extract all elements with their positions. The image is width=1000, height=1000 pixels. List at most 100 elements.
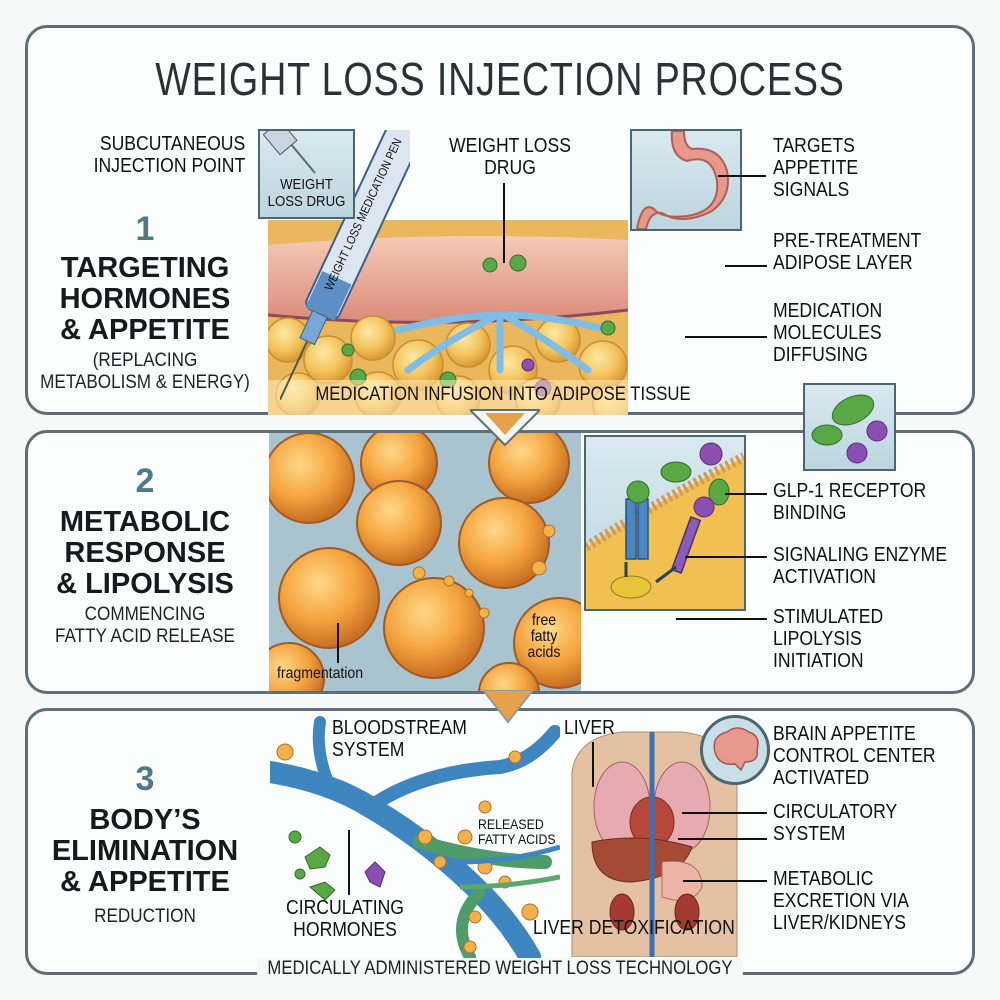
label-line: WEIGHT LOSS [449, 135, 571, 157]
label-line: LIPOLYSIS [773, 628, 862, 650]
leader-line [682, 812, 767, 814]
label-line: CIRCULATING [285, 897, 405, 919]
label-line: METABOLIC [773, 868, 874, 890]
liver-label: LIVER [564, 717, 615, 739]
leader-line [725, 493, 767, 495]
label-line: BRAIN APPETITE [773, 723, 916, 745]
label-line: acids [527, 644, 561, 661]
torso-organs-illustration: LIVER [552, 712, 757, 957]
title-line: RESPONSE [64, 537, 226, 569]
step-1-number: 1 [135, 210, 155, 248]
label-line: SIGNALS [773, 179, 850, 201]
leader-line [676, 618, 767, 620]
title-line: HORMONES [59, 283, 231, 315]
label-line: SIGNALING ENZYME [773, 544, 948, 566]
label-line: APPETITE [773, 157, 859, 179]
label-line: CONTROL CENTER [773, 745, 936, 767]
label-line: TARGETS [773, 135, 855, 157]
fragmentation-label: fragmentation [277, 665, 364, 682]
label-line: INITIATION [773, 650, 864, 672]
leader-line [678, 838, 767, 840]
leader-line [685, 336, 767, 338]
kidney-icon [609, 893, 635, 931]
needle-icon [262, 119, 316, 174]
leader-line [592, 742, 594, 787]
kidney-icon [674, 893, 700, 931]
bloodstream-label: BLOODSTREAM SYSTEM [332, 717, 467, 761]
label-stimulated-lipolysis-initiation: STIMULATED LIPOLYSIS INITIATION [773, 606, 883, 672]
bloodstream-illustration: BLOODSTREAM SYSTEM RELEASED FATTY ACIDS … [270, 712, 560, 962]
fat-cell-icon [269, 433, 581, 691]
footer-caption: MEDICALLY ADMINISTERED WEIGHT LOSS TECHN… [60, 958, 940, 980]
footer-text: MEDICALLY ADMINISTERED WEIGHT LOSS TECHN… [256, 958, 744, 979]
label-line: MEDICATION [773, 300, 883, 322]
label-line: PRE-TREATMENT [773, 230, 922, 252]
subtitle-line: METABOLISM & ENERGY) [40, 372, 250, 393]
circulating-hormones-label: CIRCULATING HORMONES [279, 897, 411, 941]
title-line: ELIMINATION [51, 835, 239, 867]
blood-vessel-icon [270, 716, 560, 962]
title-line: METABOLIC [59, 506, 231, 538]
label-line: BLOODSTREAM [332, 717, 467, 739]
leader-line [725, 265, 767, 267]
leader-line [718, 175, 766, 177]
label-line: BINDING [773, 502, 847, 524]
drug-inset: WEIGHT LOSS DRUG [258, 119, 355, 219]
down-arrow-icon [470, 409, 540, 447]
label-line: WEIGHT [280, 176, 333, 193]
torso-organs-icon [571, 731, 738, 957]
label-line: free [531, 612, 557, 629]
syringe-icon [280, 130, 410, 400]
label-line: DRUG [484, 157, 536, 179]
label-pre-treatment-adipose-layer: PRE-TREATMENT ADIPOSE LAYER [773, 230, 921, 274]
leader-line [685, 556, 767, 558]
label-line: SUBCUTANEOUS [99, 133, 245, 155]
label-glp1-receptor-binding: GLP-1 RECEPTOR BINDING [773, 480, 926, 524]
inset-drug-label: WEIGHT LOSS DRUG [266, 176, 348, 210]
title-line: BODY’S [89, 804, 201, 836]
step-3-number: 3 [135, 760, 155, 798]
label-line: SYSTEM [332, 739, 405, 761]
liver-detoxification-label: LIVER DETOXIFICATION [533, 917, 735, 939]
stomach-icon [635, 130, 729, 230]
label-line: LIVER/KIDNEYS [773, 912, 907, 934]
hormone-icon [288, 830, 336, 901]
label-metabolic-excretion: METABOLIC EXCRETION VIA LIVER/KIDNEYS [773, 868, 909, 934]
infusion-caption: MEDICATION INFUSION INTO ADIPOSE TISSUE [315, 384, 691, 405]
molecule-binding-icon [811, 394, 888, 464]
step-3-subtitle: REDUCTION [94, 906, 196, 927]
subtitle-line: COMMENCING [84, 604, 206, 625]
label-line: GLP-1 RECEPTOR [773, 480, 927, 502]
label-line: HORMONES [293, 919, 397, 941]
step-2-number: 2 [135, 462, 155, 500]
stomach-icon [661, 860, 703, 901]
lipolysis-illustration: fragmentation free fatty acids [269, 433, 581, 691]
receptor-inset [583, 435, 747, 611]
title-line: & LIPOLYSIS [56, 568, 234, 600]
label-line: ACTIVATED [773, 767, 870, 789]
label-line: LOSS DRUG [267, 193, 346, 210]
label-medication-molecules-diffusing: MEDICATION MOLECULES DIFFUSING [773, 300, 882, 366]
enzyme-icon [610, 575, 652, 599]
label-line: ADIPOSE LAYER [773, 252, 913, 274]
free-fatty-acids-label: free fatty acids [518, 613, 571, 661]
label-brain-appetite-control: BRAIN APPETITE CONTROL CENTER ACTIVATED [773, 723, 936, 789]
label-line: EXCRETION VIA [773, 890, 909, 912]
label-line: fatty [530, 628, 558, 645]
label-line: MOLECULES [773, 322, 882, 344]
released-fatty-acids-label: RELEASED FATTY ACIDS [478, 817, 556, 847]
title-line: & APPETITE [60, 314, 230, 346]
label-line: ACTIVATION [773, 566, 877, 588]
label-line: FATTY ACIDS [478, 831, 556, 847]
diffusion-arrow-icon [394, 311, 612, 374]
molecule-binding-inset [803, 383, 896, 471]
title-line: & APPETITE [60, 866, 230, 898]
subtitle-line: FATTY ACID RELEASE [55, 626, 235, 647]
label-circulatory-system: CIRCULATORY SYSTEM [773, 801, 897, 845]
brain-inset [700, 715, 770, 785]
title-line: TARGETING [60, 252, 230, 284]
step-2-subtitle: COMMENCING FATTY ACID RELEASE [28, 604, 262, 648]
label-line: CIRCULATORY [773, 801, 898, 823]
subtitle-line: (REPLACING [92, 350, 198, 371]
step-2-title: METABOLIC RESPONSE & LIPOLYSIS [15, 507, 275, 600]
